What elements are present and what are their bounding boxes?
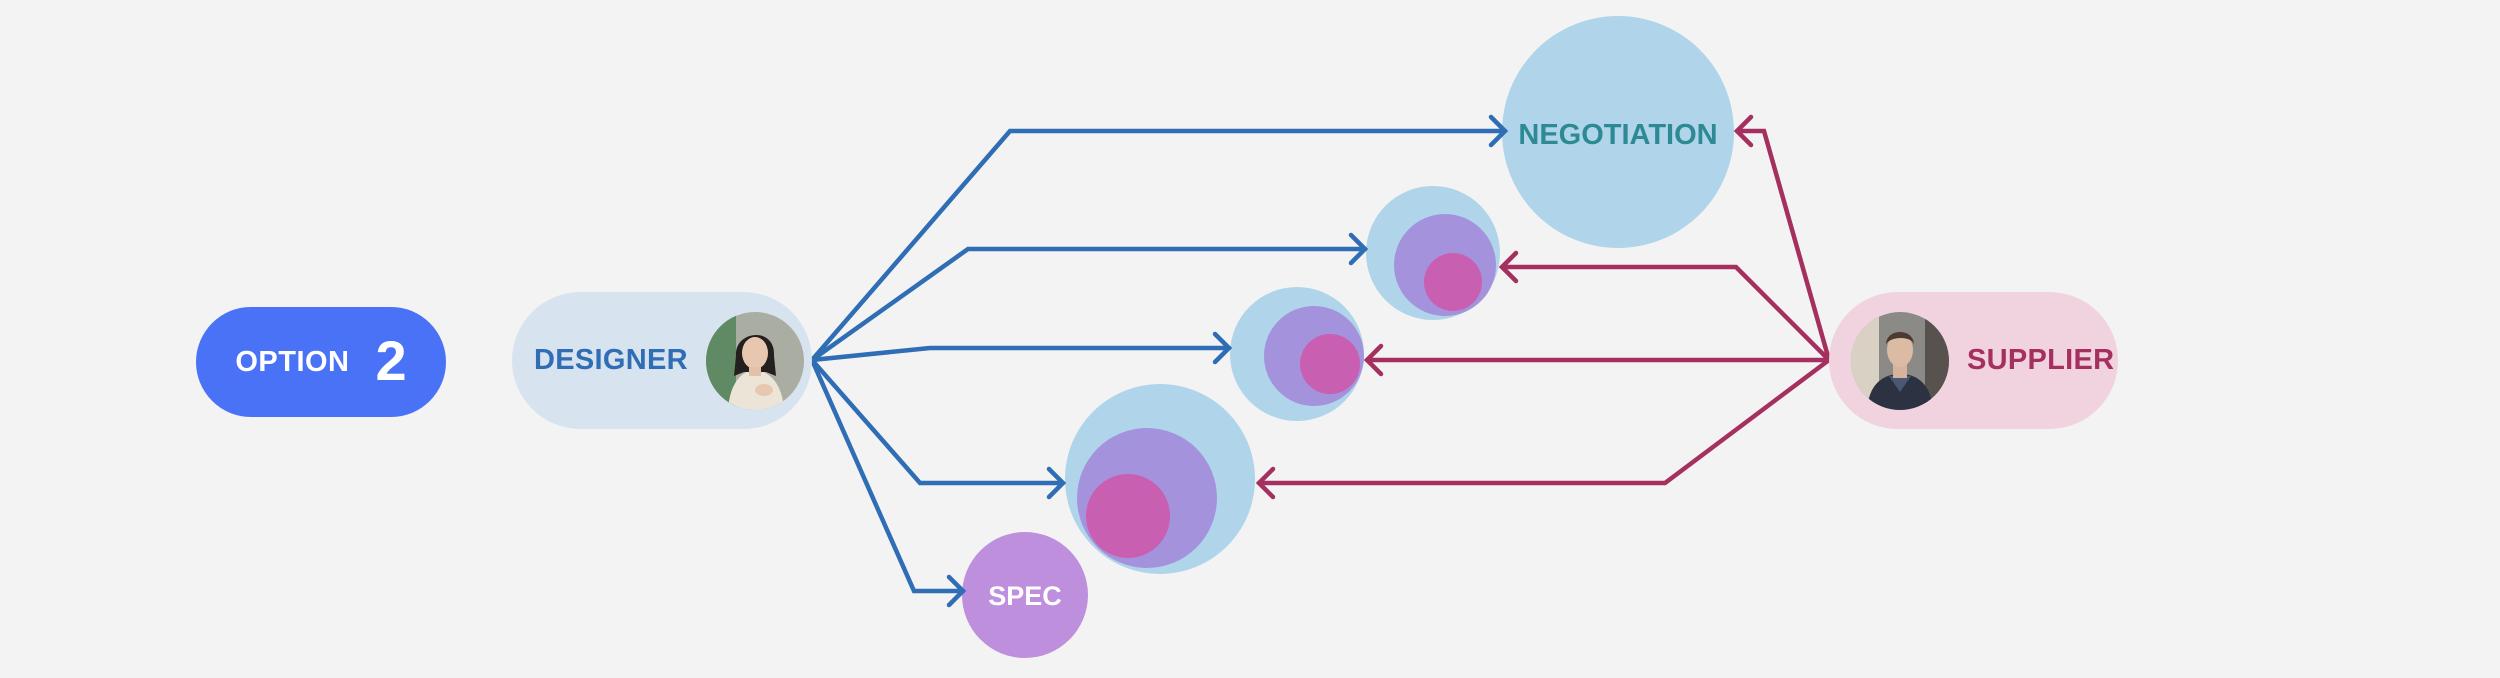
stage-2-inner-circle	[1300, 334, 1360, 394]
stage-node-2	[1230, 287, 1364, 421]
stage-node-1	[1366, 186, 1500, 320]
designer-label: DESIGNER	[534, 344, 688, 376]
stage-node-3	[1065, 384, 1255, 574]
spec-label: SPEC	[988, 581, 1062, 611]
designer-to-spec-arrow	[809, 357, 966, 594]
supplier-to-stage-1-arrowhead	[1498, 250, 1519, 284]
designer-to-spec-arrowhead	[946, 574, 967, 608]
supplier-to-negotiation-arrow	[1734, 128, 1832, 363]
designer-pill: DESIGNER	[512, 292, 812, 429]
negotiation-circle	[1502, 16, 1734, 248]
supplier-to-stage-3-arrow	[1256, 357, 1832, 486]
option-label: OPTION	[235, 345, 350, 378]
designer-to-stage-3-arrowhead	[1046, 466, 1067, 500]
supplier-to-stage-3-arrowhead	[1255, 466, 1276, 500]
stage-1-inner-circle	[1424, 253, 1482, 311]
supplier-label: SUPPLIER	[1967, 344, 2115, 376]
negotiation-node: NEGOTIATION	[1502, 16, 1734, 248]
designer-to-stage-1-arrowhead	[1348, 232, 1369, 266]
supplier-to-stage-1-arrow	[1499, 264, 1832, 363]
option-badge: OPTION 2	[196, 307, 446, 417]
supplier-avatar-icon	[1851, 311, 1949, 410]
negotiation-label: NEGOTIATION	[1518, 119, 1717, 151]
designer-to-stage-2-arrow	[809, 345, 1232, 363]
supplier-arrows	[1255, 114, 1832, 500]
spec-circle	[962, 532, 1088, 658]
stage-3-inner-circle	[1086, 474, 1170, 558]
designer-to-stage-1-arrow	[809, 246, 1368, 363]
designer-to-negotiation-arrowhead	[1488, 114, 1509, 148]
designer-to-negotiation-arrow	[809, 128, 1508, 363]
designer-avatar-icon	[705, 311, 804, 410]
supplier-pill: SUPPLIER	[1829, 292, 2118, 429]
option-number: 2	[375, 328, 407, 392]
supplier-to-negotiation-arrowhead	[1733, 114, 1754, 148]
designer-arrows	[809, 114, 1509, 608]
designer-to-stage-3-arrow	[809, 357, 1066, 486]
designer-to-stage-2-arrowhead	[1212, 331, 1233, 365]
spec-node: SPEC	[962, 532, 1088, 658]
supplier-to-stage-2-arrowhead	[1363, 343, 1384, 377]
